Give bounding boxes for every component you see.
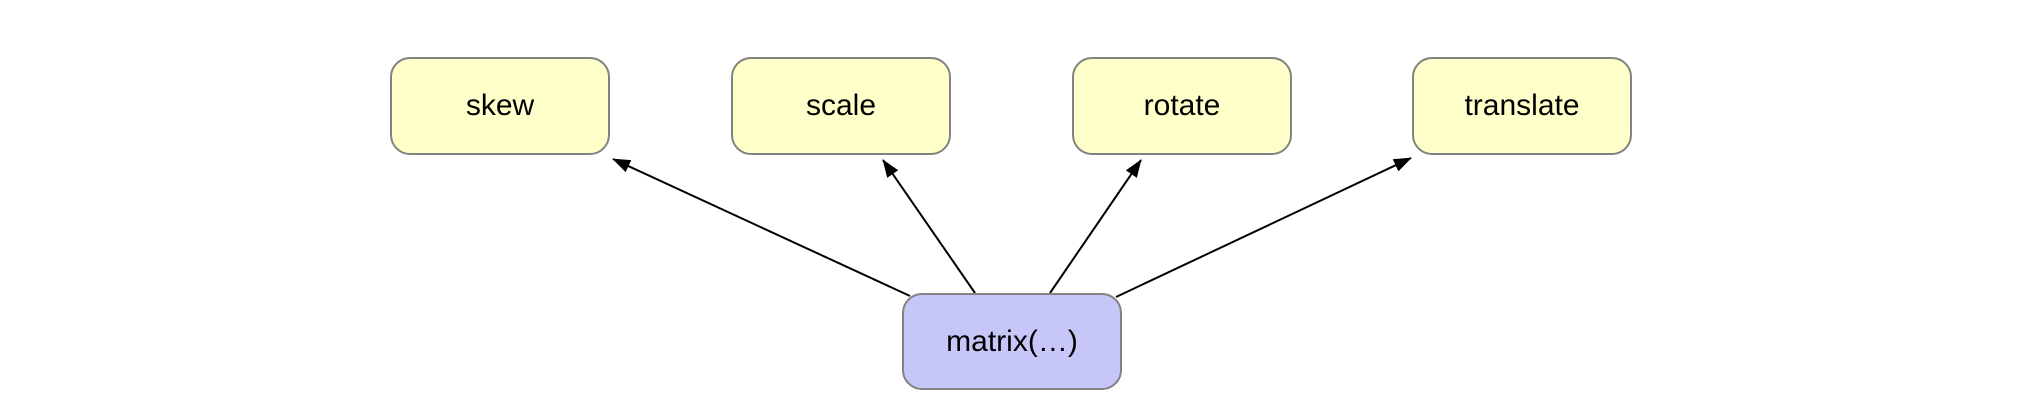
node-matrix: matrix(…)	[902, 293, 1122, 390]
node-scale: scale	[731, 57, 951, 155]
node-skew-label: skew	[465, 89, 535, 122]
node-matrix-label: matrix(…)	[946, 324, 1078, 358]
node-rotate: rotate	[1072, 57, 1292, 155]
arrow-matrix-to-rotate	[1049, 159, 1142, 294]
node-skew: skew	[390, 57, 610, 155]
node-translate-label: translate	[1464, 89, 1580, 122]
node-rotate-label: rotate	[1143, 89, 1221, 122]
arrow-matrix-to-skew	[612, 158, 911, 297]
node-scale-label: scale	[805, 89, 877, 122]
node-translate: translate	[1412, 57, 1632, 155]
arrow-matrix-to-scale	[882, 159, 976, 294]
arrow-matrix-to-translate	[1115, 157, 1412, 298]
